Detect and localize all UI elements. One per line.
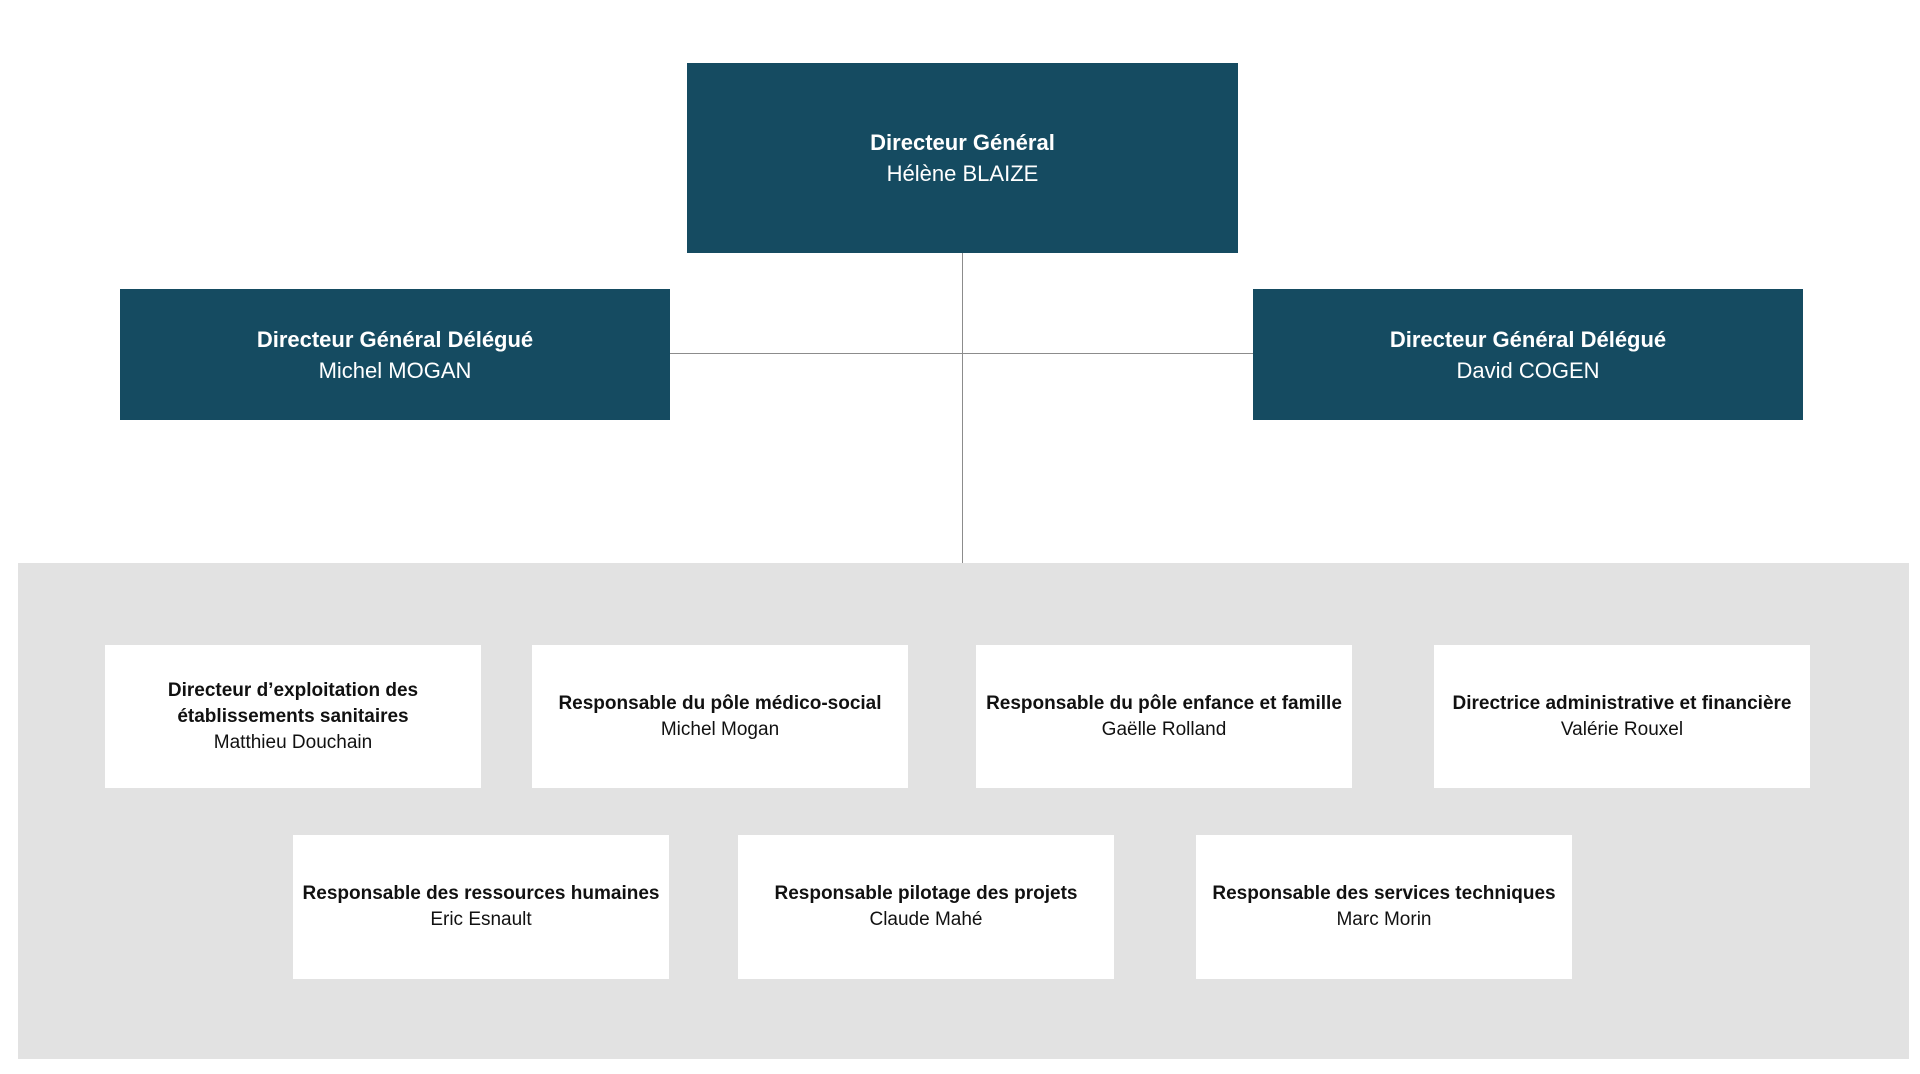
- org-box-manager: Responsable des services techniques Marc…: [1196, 835, 1572, 979]
- box-person-name: Hélène BLAIZE: [886, 161, 1039, 186]
- box-person-name: Michel MOGAN: [318, 357, 472, 383]
- box-person-name: Gaëlle Rolland: [1101, 718, 1227, 740]
- box-title: Directeur Général Délégué: [1389, 326, 1667, 352]
- box-title: Responsable du pôle médico-social: [558, 692, 882, 714]
- box-title: Directrice administrative et financière: [1452, 692, 1792, 714]
- box-person-name: David COGEN: [1456, 357, 1600, 383]
- org-box-deputy-left: Directeur Général Délégué Michel MOGAN: [120, 289, 670, 420]
- box-title: Responsable des ressources humaines: [302, 883, 660, 904]
- box-person-name: Marc Morin: [1336, 909, 1432, 930]
- org-box-manager: Responsable pilotage des projets Claude …: [738, 835, 1114, 979]
- org-box-manager: Responsable des ressources humaines Eric…: [293, 835, 669, 979]
- box-title: Responsable des services techniques: [1212, 883, 1556, 904]
- box-title: Directeur d’exploitation des établisseme…: [167, 679, 419, 727]
- box-person-name: Valérie Rouxel: [1560, 718, 1684, 740]
- box-title: Directeur Général Délégué: [256, 326, 534, 352]
- org-box-manager: Directeur d’exploitation des établisseme…: [105, 645, 481, 788]
- org-box-deputy-right: Directeur Général Délégué David COGEN: [1253, 289, 1803, 420]
- connector-vertical-main: [962, 253, 963, 563]
- box-title: Directeur Général: [870, 130, 1055, 155]
- org-box-manager: Directrice administrative et financière …: [1434, 645, 1810, 788]
- box-person-name: Claude Mahé: [869, 909, 983, 930]
- org-box-manager: Responsable du pôle enfance et famille G…: [976, 645, 1352, 788]
- connector-horizontal-deputies: [670, 353, 1253, 354]
- box-person-name: Matthieu Douchain: [213, 731, 373, 753]
- box-person-name: Eric Esnault: [430, 909, 532, 930]
- box-person-name: Michel Mogan: [660, 718, 780, 740]
- org-box-director-general: Directeur Général Hélène BLAIZE: [687, 63, 1238, 253]
- box-title: Responsable du pôle enfance et famille: [986, 692, 1342, 714]
- org-box-manager: Responsable du pôle médico-social Michel…: [532, 645, 908, 788]
- box-title: Responsable pilotage des projets: [774, 883, 1078, 904]
- managers-panel: [18, 563, 1909, 1059]
